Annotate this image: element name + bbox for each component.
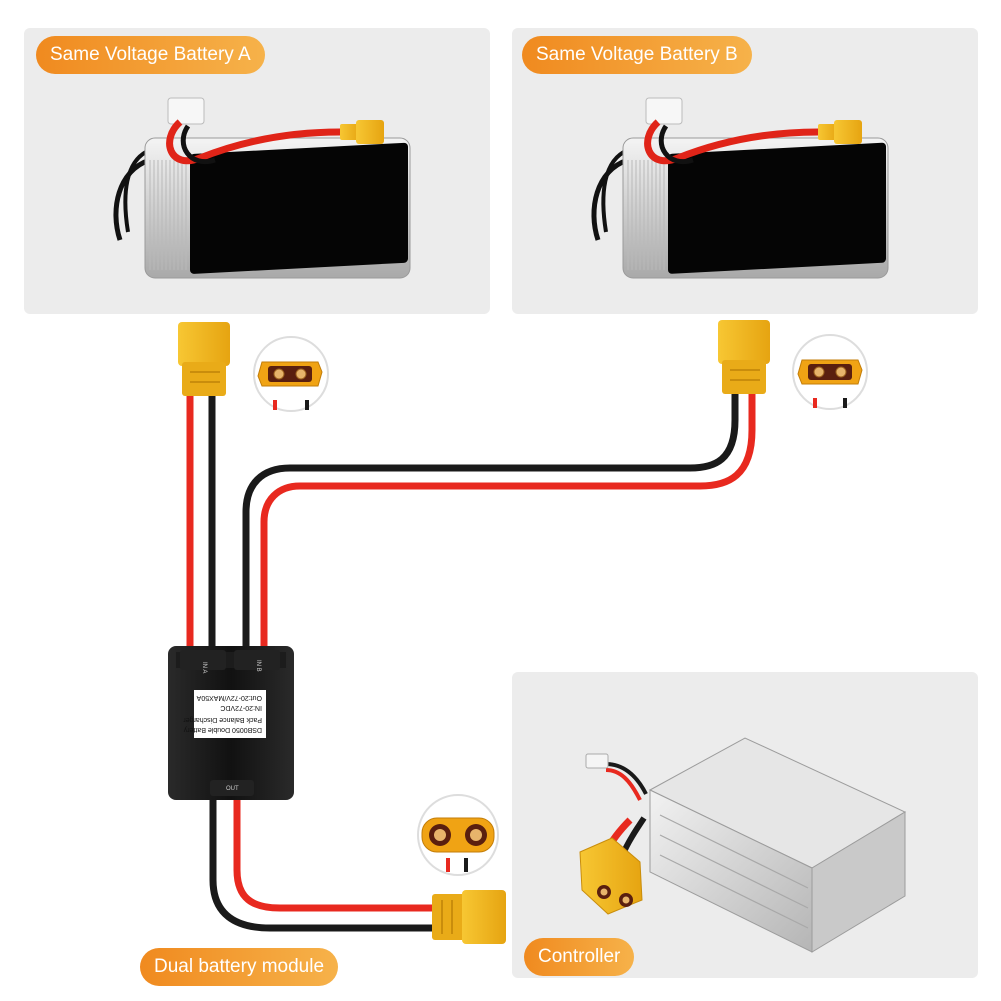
- battery-a-label: Same Voltage Battery A: [36, 36, 265, 74]
- module-input-text: IN:20-72VDC: [220, 704, 262, 711]
- module-model-text: DSB0050 Double Battery: [183, 726, 262, 733]
- dual-battery-module-label: Dual battery module: [140, 948, 339, 986]
- output-connector-closeup-icon: [417, 794, 499, 876]
- port-in-a-label: IN A: [201, 662, 207, 673]
- connector-a-closeup-icon: [253, 336, 329, 412]
- controller-label: Controller: [524, 938, 635, 976]
- battery-b: [591, 97, 889, 279]
- battery-b-label: Same Voltage Battery B: [522, 36, 752, 74]
- module-output-text: Out:20-72V/MAX50A: [196, 694, 262, 701]
- controller-battery: [579, 737, 907, 953]
- connector-a: [178, 322, 230, 396]
- dual-battery-module: IN A IN B OUT DSB0050 Double Battery Pac…: [168, 646, 294, 800]
- module-desc-text: Pack Balance Discharger: [183, 716, 262, 723]
- connector-b: [718, 320, 770, 394]
- battery-a: [113, 97, 411, 279]
- wires: [186, 388, 756, 932]
- port-out-label: OUT: [226, 786, 239, 792]
- output-connector: [432, 890, 506, 944]
- connector-b-closeup-icon: [792, 334, 868, 410]
- port-in-b-label: IN B: [255, 660, 261, 672]
